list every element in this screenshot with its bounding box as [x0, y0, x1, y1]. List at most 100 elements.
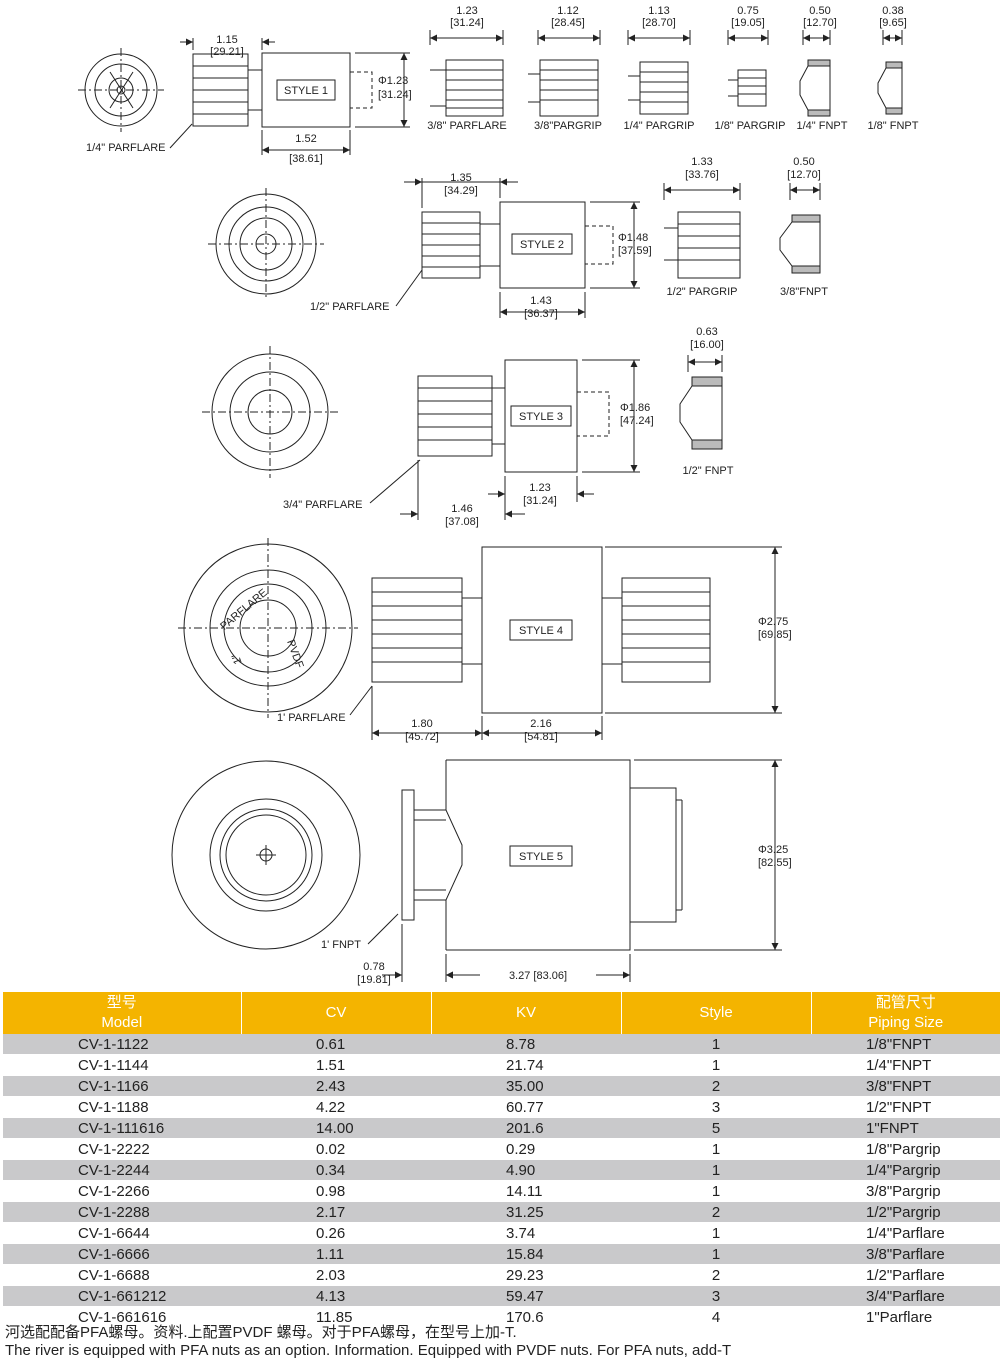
kv-cell: 0.29 — [431, 1138, 621, 1160]
model-cell: CV-1-2222 — [3, 1138, 241, 1160]
s3-opt1-in: 0.63 — [696, 326, 717, 338]
style3-end-label: 3/4" PARFLARE — [283, 499, 363, 511]
s1-opt3-label: 1/4" PARGRIP — [624, 120, 695, 132]
piping-size-cell: 3/8"Pargrip — [811, 1180, 1000, 1202]
s1-opt1-in: 1.23 — [456, 5, 477, 17]
technical-drawing: 1/4" PARFLARE 1.15 [29.21] STYLE 1 1.52 … — [78, 5, 919, 986]
style1-end-label: 1/4" PARFLARE — [86, 142, 166, 154]
model-cell: CV-1-2266 — [3, 1180, 241, 1202]
style4-face-text-2: PVDF — [284, 638, 305, 670]
style-cell: 1 — [621, 1138, 811, 1160]
s1-opt6-label: 1/8" FNPT — [868, 120, 919, 132]
footnote-english: The river is equipped with PFA nuts as a… — [5, 1342, 732, 1359]
model-cell: CV-1-661616 — [3, 1306, 241, 1328]
style2-drawing — [208, 178, 821, 318]
style2-labels: 1/2" PARFLARE 1.35 [34.29] STYLE 2 1.43 … — [310, 156, 828, 320]
style1-dia-mm: [31.24] — [378, 89, 412, 101]
cv-cell: 0.26 — [241, 1222, 431, 1244]
s3-opt1-label: 1/2" FNPT — [683, 465, 734, 477]
s1-opt4-label: 1/8" PARGRIP — [715, 120, 786, 132]
model-cell: CV-1-2244 — [3, 1159, 241, 1181]
cv-cell: 1.11 — [241, 1243, 431, 1265]
cv-cell: 11.85 — [241, 1306, 431, 1328]
style1-option-3-8-pargrip — [528, 30, 601, 117]
s2-opt1-mm: [33.76] — [685, 169, 719, 181]
style4-end-view — [178, 538, 358, 718]
style-cell: 2 — [621, 1201, 811, 1223]
style3-option-1-2-fnpt — [679, 355, 723, 450]
style2-option-1-2-pargrip — [663, 183, 741, 279]
style1-option-1-4-pargrip — [627, 30, 691, 115]
style2-option-3-8-fnpt — [779, 183, 821, 274]
s1-opt4-in: 0.75 — [737, 5, 758, 17]
style1-nut-dim-mm: [29.21] — [210, 46, 244, 58]
style3-dia: Φ1.86 — [620, 402, 650, 414]
style2-nut-dim-mm: [34.29] — [444, 185, 478, 197]
style-cell: 1 — [621, 1054, 811, 1076]
style2-body-dim: 1.43 — [530, 295, 551, 307]
style4-dia-mm: [69.85] — [758, 629, 792, 641]
style3-drawing — [202, 346, 723, 520]
style4-body-dim-mm: [54.81] — [524, 731, 558, 743]
s1-opt3-in: 1.13 — [648, 5, 669, 17]
style2-end-label: 1/2" PARFLARE — [310, 301, 390, 313]
s2-opt2-mm: [12.70] — [787, 169, 821, 181]
style1-body-dim: 1.52 — [295, 133, 316, 145]
cv-cell: 0.02 — [241, 1138, 431, 1160]
cv-cell: 4.13 — [241, 1285, 431, 1307]
piping-size-cell: 1/4"FNPT — [811, 1054, 1000, 1076]
kv-cell: 4.90 — [431, 1159, 621, 1181]
style5-nut-dim-mm: [19.81] — [357, 974, 391, 986]
model-cell: CV-1-6666 — [3, 1243, 241, 1265]
style3-name: STYLE 3 — [519, 411, 563, 423]
cv-cell: 14.00 — [241, 1117, 431, 1139]
style1-dia: Φ1.23 — [378, 75, 408, 87]
style1-name: STYLE 1 — [284, 85, 328, 97]
s1-opt2-in: 1.12 — [557, 5, 578, 17]
kv-cell: 59.47 — [431, 1285, 621, 1307]
style1-body-dim-mm: [38.61] — [289, 153, 323, 165]
style3-nut-dim: 1.46 — [451, 503, 472, 515]
kv-cell: 15.84 — [431, 1243, 621, 1265]
style-cell: 5 — [621, 1117, 811, 1139]
s1-opt5-in: 0.50 — [809, 5, 830, 17]
style-cell: 2 — [621, 1075, 811, 1097]
style1-option-1-8-pargrip — [727, 30, 769, 107]
cv-cell: 1.51 — [241, 1054, 431, 1076]
header-kv: KV — [430, 992, 621, 1034]
piping-size-cell: 1/2"FNPT — [811, 1096, 1000, 1118]
piping-size-cell: 3/4"Parflare — [811, 1285, 1000, 1307]
piping-size-cell: 1/8"FNPT — [811, 1034, 1000, 1055]
piping-size-cell: 1/2"Pargrip — [811, 1201, 1000, 1223]
style5-drawing — [171, 759, 782, 982]
style5-dia: Φ3.25 — [758, 844, 788, 856]
kv-cell: 170.6 — [431, 1306, 621, 1328]
s1-opt6-in: 0.38 — [882, 5, 903, 17]
s1-opt1-mm: [31.24] — [450, 17, 484, 29]
piping-size-cell: 1/4"Parflare — [811, 1222, 1000, 1244]
model-cell: CV-1-661212 — [3, 1285, 241, 1307]
style1-end-view — [78, 48, 164, 132]
model-cell: CV-1-1122 — [3, 1034, 241, 1055]
style1-option-3-8-parflare — [429, 30, 504, 117]
kv-cell: 35.00 — [431, 1075, 621, 1097]
cv-cell: 2.43 — [241, 1075, 431, 1097]
piping-size-cell: 1/4"Pargrip — [811, 1159, 1000, 1181]
header-style: Style — [620, 992, 811, 1034]
style4-name: STYLE 4 — [519, 625, 563, 637]
kv-cell: 60.77 — [431, 1096, 621, 1118]
style-cell: 4 — [621, 1306, 811, 1328]
style1-labels: 1/4" PARFLARE 1.15 [29.21] STYLE 1 1.52 … — [86, 5, 919, 165]
style4-face-text-1: PARFLARE — [218, 587, 270, 633]
